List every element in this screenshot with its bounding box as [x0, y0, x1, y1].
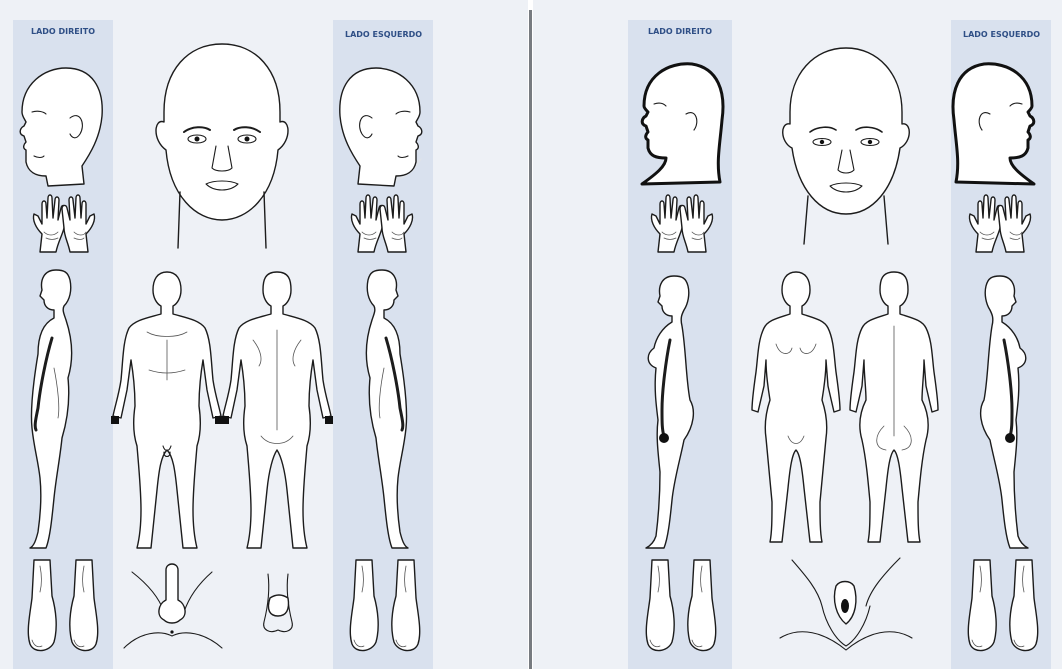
male-right-feet [28, 560, 97, 651]
male-front-figure [111, 272, 223, 548]
female-right-hands [651, 195, 712, 252]
male-left-hands [351, 195, 412, 252]
female-left-hands [969, 195, 1030, 252]
male-left-profile-head [340, 68, 422, 186]
female-right-feet [646, 560, 715, 651]
female-right-profile-head [642, 64, 723, 184]
female-genital-diagram [780, 558, 912, 650]
male-left-side-figure [366, 270, 408, 548]
male-right-profile-head [20, 68, 102, 186]
male-genital-back-diagram [264, 574, 293, 632]
female-back-figure [850, 272, 938, 542]
male-back-figure [221, 272, 333, 548]
male-right-side-figure [30, 270, 72, 548]
female-right-side-figure [646, 276, 693, 548]
female-front-head [783, 48, 910, 244]
female-left-feet [968, 560, 1037, 651]
female-left-side-figure [981, 276, 1028, 548]
female-left-profile-head [953, 64, 1034, 184]
male-right-hands [33, 195, 94, 252]
male-genital-front-diagram [124, 564, 222, 648]
male-left-feet [350, 560, 419, 651]
male-front-head [156, 44, 288, 248]
female-front-figure [752, 272, 840, 542]
